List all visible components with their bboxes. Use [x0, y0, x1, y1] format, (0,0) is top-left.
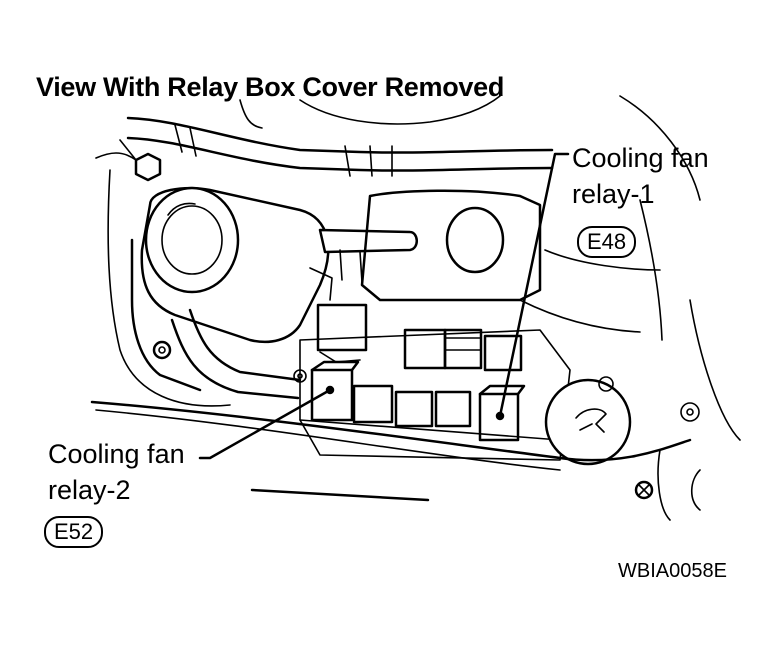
relay-block: [352, 384, 394, 424]
relay-block: [316, 303, 368, 352]
upper-hose: [126, 116, 554, 154]
diagram-title: View With Relay Box Cover Removed: [36, 72, 505, 102]
panel-edge: [90, 400, 692, 462]
leader-line-relay-2: [198, 388, 332, 460]
relay-block: [394, 390, 434, 428]
leader-line-relay-1: [498, 152, 570, 418]
callout-line: Cooling fan: [48, 439, 185, 469]
callout-line: Cooling fan: [572, 143, 709, 173]
left-bracket: [130, 238, 202, 392]
bolt-upper-left: [134, 152, 162, 182]
side-hose: [318, 228, 418, 254]
round-port: [445, 206, 505, 274]
figure-code: WBIA0058E: [618, 560, 727, 582]
round-cover: [544, 378, 632, 466]
connector-badge-e52: E52: [44, 516, 104, 548]
callout-cooling-fan-relay-2: Cooling fan relay-2: [48, 436, 185, 508]
bolt-lower: [634, 480, 654, 500]
callout-cooling-fan-relay-1: Cooling fan relay-1: [572, 140, 709, 212]
relay-block: [434, 390, 472, 428]
relay-block: [443, 328, 483, 370]
connector-badge-e48: E48: [577, 226, 637, 258]
bolt-left: [152, 340, 172, 360]
engine-housing: [360, 189, 542, 302]
callout-line: relay-2: [48, 475, 131, 505]
cooling-fan-relay-2-body: [310, 368, 354, 422]
callout-line: relay-1: [572, 179, 655, 209]
relay-block: [483, 334, 523, 372]
